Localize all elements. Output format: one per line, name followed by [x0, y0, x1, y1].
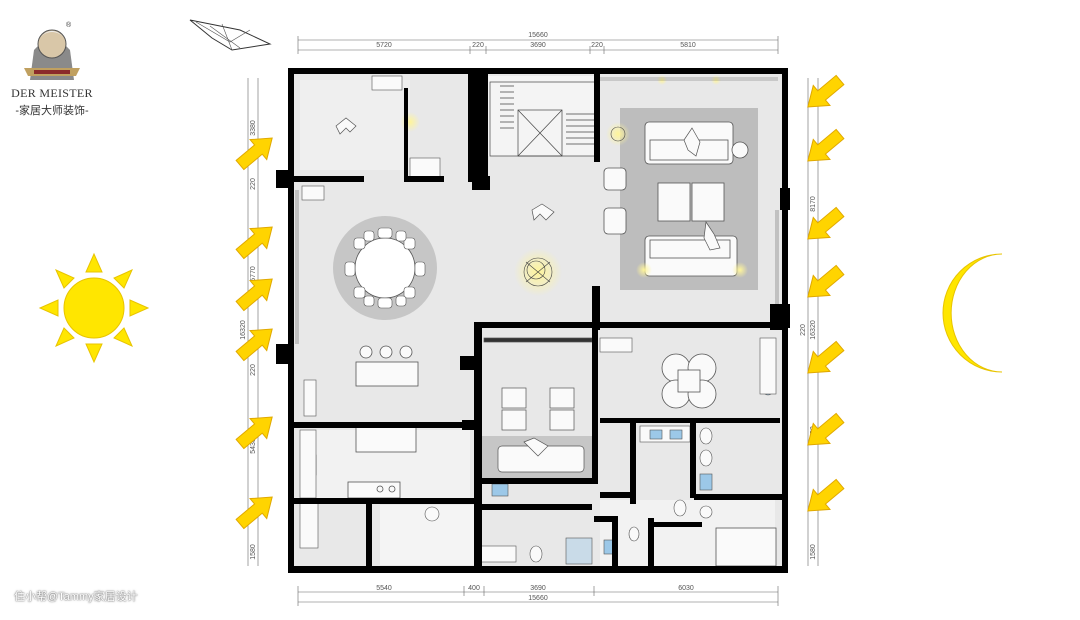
round-dining-table — [333, 216, 437, 320]
dim-top-seg-1: 5720 — [376, 42, 392, 49]
dim-top-seg-5: 5810 — [680, 42, 696, 49]
brand-subtitle: -家居大师装饰- — [15, 105, 89, 117]
decor-figures — [335, 117, 721, 457]
four-seat-table — [661, 353, 717, 409]
walls — [276, 68, 790, 573]
dim-right-total: 16320 — [810, 320, 817, 340]
dim-left-seg-6: 1580 — [250, 544, 257, 560]
registered-mark: ® — [66, 22, 72, 29]
crescent-moon-icon — [942, 253, 1003, 373]
dim-top-seg-4: 220 — [591, 42, 603, 49]
window-lines — [295, 77, 779, 344]
counters — [299, 75, 777, 563]
dim-right-seg-4: 1580 — [810, 544, 817, 560]
dim-left-seg-1: 3380 — [250, 120, 257, 136]
dim-top-seg-2: 220 — [472, 42, 484, 49]
dim-left-seg-4: 220 — [250, 364, 257, 376]
dim-top-total: 15660 — [528, 32, 548, 39]
kitchen-island — [347, 345, 419, 499]
dim-right-seg-2: 220 — [800, 324, 807, 336]
dim-left-seg-5: 5430 — [250, 438, 257, 454]
dim-bottom-total: 15660 — [528, 595, 548, 602]
dimension-bottom — [297, 586, 779, 606]
dim-bottom-seg-3: 3690 — [530, 585, 546, 592]
dim-left-total: 16320 — [240, 320, 247, 340]
dimension-top — [297, 36, 779, 54]
dim-left-seg-3: 5770 — [250, 266, 257, 282]
dim-bottom-seg-4: 6030 — [678, 585, 694, 592]
brand-name: DER MEISTER — [11, 86, 93, 100]
bed — [715, 527, 777, 567]
tv-room-furniture — [483, 337, 593, 473]
dim-top-seg-3: 3690 — [530, 42, 546, 49]
sunlight-arrows-right — [798, 69, 849, 522]
compass-sketch-icon — [189, 19, 272, 51]
dim-left-seg-2: 220 — [250, 178, 257, 190]
staircase — [489, 81, 599, 157]
dim-bottom-seg-1: 5540 — [376, 585, 392, 592]
sun-icon — [38, 252, 150, 364]
watermark: 住小帮@Tammy家居设计 — [14, 591, 138, 603]
brand-logo: ® DER MEISTER -家居大师装饰- — [0, 10, 110, 117]
dim-bottom-seg-2: 400 — [468, 585, 480, 592]
meister-portrait-icon — [24, 29, 80, 80]
dim-right-seg-1: 8170 — [810, 196, 817, 212]
